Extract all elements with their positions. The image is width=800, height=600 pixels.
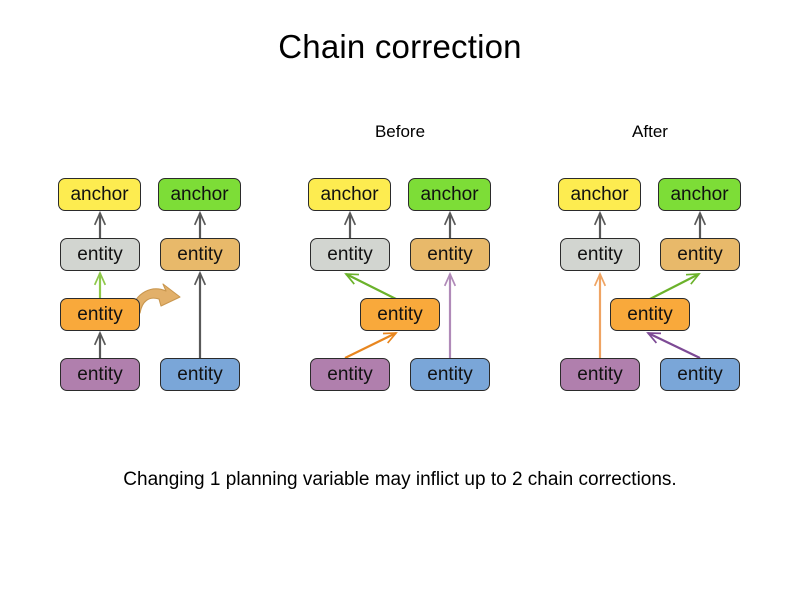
arrowhead-icon [343,210,357,226]
node-p2-anchor-left[interactable]: anchor [308,178,391,211]
node-label: entity [627,304,673,325]
edge-p1-entity-orange-to-p1-entity-gray [93,270,107,298]
arrowhead-icon [382,332,398,344]
node-label: entity [427,364,473,385]
edge-p2-entity-blue-to-p2-entity-tan [443,271,457,358]
edge-p1-entity-tan-to-p1-anchor-right [193,210,207,238]
arrowhead-icon [685,273,701,285]
node-label: entity [377,304,423,325]
edge-p3-entity-orange-to-p3-entity-tan [647,273,701,301]
node-p3-anchor-right[interactable]: anchor [658,178,741,211]
page-title: Chain correction [278,28,522,65]
edge-p3-entity-blue-to-p3-entity-orange [646,332,701,359]
node-label: entity [577,244,623,265]
node-label: entity [677,364,723,385]
node-p1-entity-gray[interactable]: entity [60,238,140,271]
node-p2-entity-orange[interactable]: entity [360,298,440,331]
panel-label-before: Before [374,122,426,141]
node-label: entity [77,364,123,385]
node-p3-entity-gray[interactable]: entity [560,238,640,271]
arrowhead-icon [93,210,107,226]
node-label: entity [577,364,623,385]
node-p1-entity-blue[interactable]: entity [160,358,240,391]
arrowhead-icon [443,210,457,226]
node-p2-entity-gray[interactable]: entity [310,238,390,271]
edge-p1-entity-purple-to-p1-entity-orange [93,330,107,358]
diagram-caption: Changing 1 planning variable may inflict… [123,469,677,490]
node-p1-anchor-left[interactable]: anchor [58,178,141,211]
panel-label-after: After [632,122,668,141]
node-p3-entity-orange[interactable]: entity [610,298,690,331]
node-label: anchor [170,184,229,205]
node-p3-entity-blue[interactable]: entity [660,358,740,391]
arrowhead-icon [646,332,662,344]
node-label: entity [77,244,123,265]
edge-p3-entity-purple-to-p3-entity-gray [593,271,607,358]
edge-p1-entity-blue-to-p1-entity-tan [193,270,207,358]
arrowhead-icon [693,210,707,226]
node-p1-entity-tan[interactable]: entity [160,238,240,271]
node-p3-anchor-left[interactable]: anchor [558,178,641,211]
arrowhead-icon [93,270,107,286]
node-p1-entity-purple[interactable]: entity [60,358,140,391]
arrowhead-icon [344,273,360,285]
arrowhead-icon [593,271,607,287]
node-label: entity [177,364,223,385]
node-label: entity [177,244,223,265]
arrowhead-icon [93,330,107,346]
node-label: entity [327,364,373,385]
node-label: anchor [420,184,479,205]
node-label: anchor [320,184,379,205]
node-p3-entity-tan[interactable]: entity [660,238,740,271]
node-label: entity [677,244,723,265]
node-p2-anchor-right[interactable]: anchor [408,178,491,211]
arrowhead-icon [593,210,607,226]
edge-p2-entity-gray-to-p2-anchor-left [343,210,357,238]
node-label: anchor [570,184,629,205]
edge-p2-entity-orange-to-p2-entity-gray [344,273,399,301]
node-p2-entity-tan[interactable]: entity [410,238,490,271]
edge-p2-entity-tan-to-p2-anchor-right [443,210,457,238]
node-label: entity [427,244,473,265]
node-label: anchor [70,184,129,205]
node-label: entity [77,304,123,325]
arrowhead-icon [193,270,207,286]
arrowhead-icon [443,271,457,287]
node-p2-entity-blue[interactable]: entity [410,358,490,391]
node-label: entity [327,244,373,265]
node-p1-anchor-right[interactable]: anchor [158,178,241,211]
edge-p1-entity-gray-to-p1-anchor-left [93,210,107,238]
node-label: anchor [670,184,729,205]
node-p3-entity-purple[interactable]: entity [560,358,640,391]
edge-p2-entity-purple-to-p2-entity-orange [344,332,398,359]
node-p1-entity-orange[interactable]: entity [60,298,140,331]
node-p2-entity-purple[interactable]: entity [310,358,390,391]
arrowhead-icon [193,210,207,226]
edge-p3-entity-tan-to-p3-anchor-right [693,210,707,238]
edge-p3-entity-gray-to-p3-anchor-left [593,210,607,238]
